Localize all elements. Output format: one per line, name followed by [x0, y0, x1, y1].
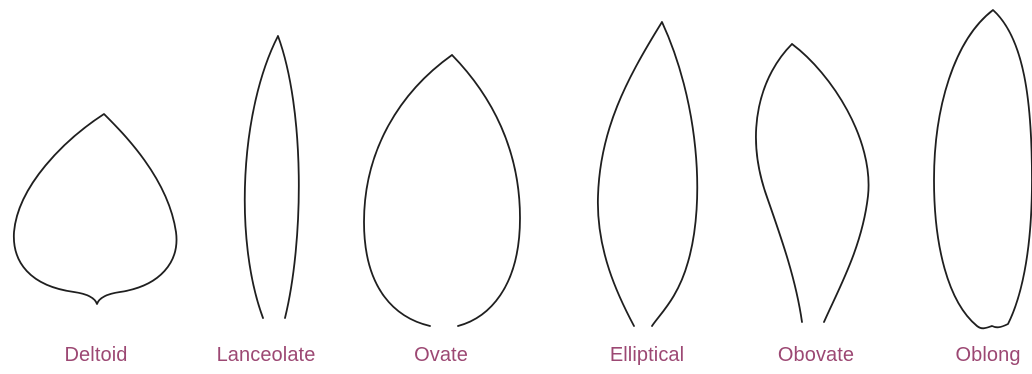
label-lanceolate: Lanceolate — [217, 340, 316, 370]
label-elliptical: Elliptical — [610, 340, 684, 370]
oblong-leaf-outline-icon — [934, 10, 1032, 328]
ovate-leaf-outline-icon — [364, 55, 520, 326]
obovate-leaf-outline-icon — [756, 44, 869, 322]
label-deltoid: Deltoid — [65, 340, 128, 370]
label-ovate: Ovate — [414, 340, 468, 370]
deltoid-leaf-outline-icon — [14, 114, 177, 304]
lanceolate-leaf-outline-icon — [245, 36, 299, 318]
label-oblong: Oblong — [955, 340, 1020, 370]
elliptical-leaf-outline-icon — [598, 22, 697, 326]
label-obovate: Obovate — [778, 340, 854, 370]
